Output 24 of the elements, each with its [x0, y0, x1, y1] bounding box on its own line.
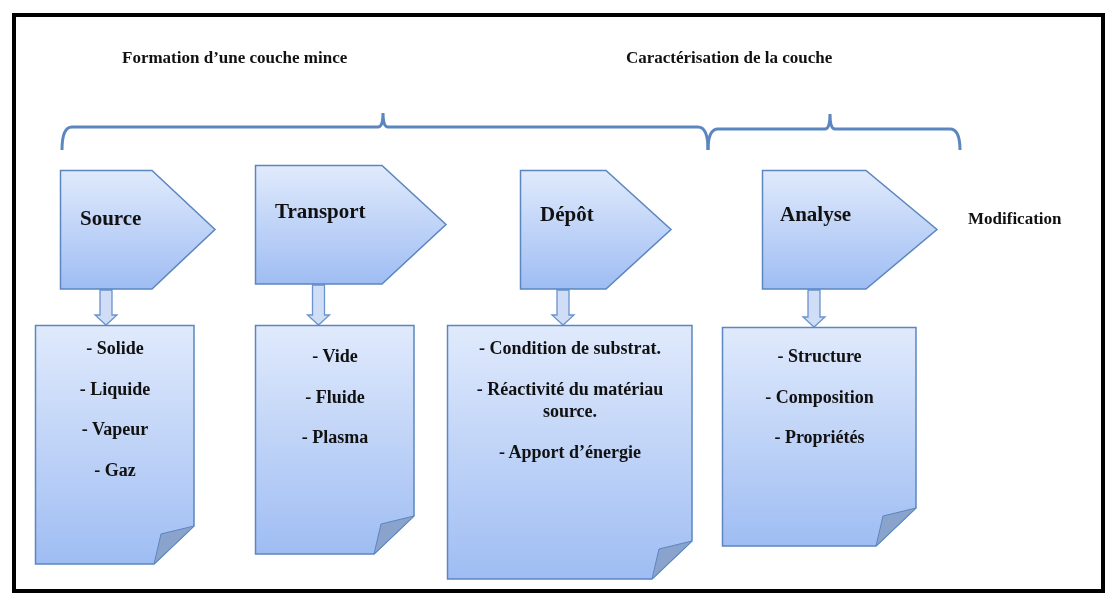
list-item: - Fluide: [305, 385, 365, 408]
list-item: - Réactivité du matériau source.: [475, 377, 665, 423]
block-arrow: [93, 289, 119, 326]
list-item: - Propriétés: [774, 426, 865, 449]
list-item: - Vapeur: [81, 418, 149, 441]
block-arrow: [550, 289, 576, 326]
step-title: Dépôt: [540, 202, 594, 227]
list-item: - Gaz: [94, 458, 136, 481]
block-arrow: [305, 284, 332, 326]
group-heading: Formation d’une couche mince: [122, 48, 348, 68]
list-item: - Liquide: [79, 377, 151, 400]
list-item: - Apport d’énergie: [499, 440, 641, 463]
list-item: - Vide: [312, 345, 358, 368]
group-heading: Caractérisation de la couche: [626, 48, 833, 68]
list-item: - Condition de substrat.: [479, 337, 661, 360]
list-item: - Plasma: [301, 426, 369, 449]
step-title: Analyse: [780, 202, 852, 227]
list-item: - Composition: [765, 385, 874, 408]
block-arrow: [801, 289, 827, 328]
step-title: Transport: [275, 199, 366, 224]
list-item: - Solide: [86, 337, 144, 360]
list-item: - Structure: [777, 345, 862, 368]
step-label: Modification: [968, 209, 1062, 229]
step-title: Source: [80, 206, 142, 231]
